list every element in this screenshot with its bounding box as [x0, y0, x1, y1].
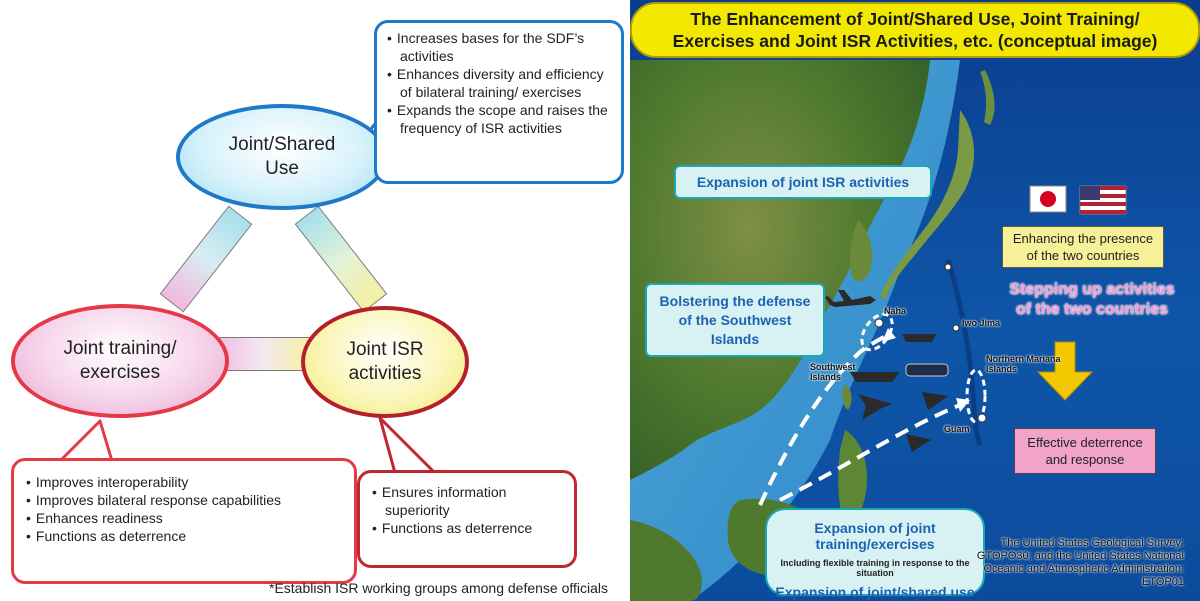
- guam-marker: [977, 413, 987, 423]
- training-callout: Improves interoperability Improves bilat…: [11, 458, 357, 584]
- island-marker: [944, 263, 952, 271]
- training-expansion-label: Expansion of joint training/exercises In…: [765, 508, 985, 600]
- joint-training-label-1: Joint training/: [63, 338, 177, 359]
- shared-use-callout: Increases bases for the SDF’s activities…: [374, 20, 624, 184]
- jet-icon: [906, 434, 932, 452]
- training-benefit-item: Enhances readiness: [26, 509, 342, 527]
- shared-benefit-item: Expands the scope and raises the frequen…: [387, 101, 611, 137]
- southeast-asia-land: [630, 520, 702, 601]
- stepping-line-1: Stepping up activities: [1009, 281, 1175, 298]
- korean-peninsula: [850, 220, 873, 282]
- military-assets: [825, 290, 949, 452]
- joint-shared-use-node: Joint/Shared Use: [176, 104, 388, 210]
- northern-island: [980, 70, 995, 125]
- southwest-defense-line-1: Bolstering the defense: [659, 292, 811, 309]
- map-title-line-1: The Enhancement of Joint/Shared Use, Joi…: [690, 9, 1140, 29]
- presence-box: Enhancing the presence of the two countr…: [1002, 226, 1164, 268]
- ocean-trench: [945, 259, 983, 446]
- iwo-jima-label: Iwo Jima: [962, 318, 1001, 328]
- southwest-label-line-2: Islands: [810, 372, 842, 382]
- joint-shared-use-label-2: Use: [265, 158, 299, 179]
- training-callout-tail: [58, 419, 114, 463]
- mariana-label-line-2: Islands: [986, 364, 1018, 374]
- southwest-defense-line-2: of the Southwest: [678, 311, 792, 328]
- southwest-islands-label: Southwest Islands: [810, 362, 856, 382]
- joint-shared-use-label-1: Joint/Shared: [228, 134, 336, 155]
- map-panel: The Enhancement of Joint/Shared Use, Joi…: [630, 0, 1200, 601]
- map-credit: The United States Geological Survey: GTO…: [958, 537, 1184, 589]
- joint-isr-label-2: activities: [348, 363, 422, 384]
- shared-expansion-text: Expansion of joint/shared use: [775, 584, 975, 600]
- warship-icon: [850, 372, 900, 382]
- credit-line-1: The United States Geological Survey:: [1000, 537, 1184, 549]
- naha-label: Naha: [884, 306, 907, 316]
- joint-isr-label-1: Joint ISR: [346, 339, 424, 360]
- fighter-icon: [922, 392, 948, 410]
- naha-area-oval: [860, 312, 894, 352]
- iwo-jima-marker: [952, 324, 960, 332]
- joint-training-node: Joint training/ exercises: [11, 304, 229, 418]
- presence-line-1: Enhancing the presence: [1012, 231, 1154, 246]
- japan-islands: [880, 110, 975, 300]
- philippine-islands: [838, 430, 868, 524]
- submarine-icon: [905, 363, 949, 377]
- aircraft-icon: [858, 394, 892, 420]
- route-arrow-guam: [779, 403, 961, 502]
- us-flag-icon: [1079, 185, 1127, 215]
- northern-mariana-label: Northern Mariana Islands: [986, 354, 1061, 374]
- stepping-up-text: Stepping up activities of the two countr…: [1002, 280, 1182, 320]
- map-title: The Enhancement of Joint/Shared Use, Joi…: [630, 2, 1200, 58]
- shared-benefit-item: Increases bases for the SDF’s activities: [387, 29, 611, 65]
- down-arrow-icon: [1036, 341, 1094, 401]
- isr-callout-tail: [378, 416, 437, 475]
- training-note: Including flexible training in response …: [780, 558, 970, 578]
- credit-line-4: ETOP01: [1142, 576, 1184, 588]
- isr-benefit-item: Functions as deterrence: [372, 519, 562, 537]
- training-benefit-item: Improves interoperability: [26, 473, 342, 491]
- map-title-line-2: Exercises and Joint ISR Activities, etc.…: [672, 31, 1158, 51]
- deterrence-line-2: and response: [1045, 452, 1125, 467]
- training-expansion-text: Expansion of joint training/exercises: [814, 520, 936, 552]
- southwest-label-line-1: Southwest: [810, 362, 856, 372]
- southwest-defense-label: Bolstering the defense of the Southwest …: [645, 283, 825, 357]
- isr-callout: Ensures information superiority Function…: [357, 470, 577, 568]
- deterrence-box: Effective deterrence and response: [1014, 428, 1156, 474]
- shared-benefit-item: Enhances diversity and efficiency of bil…: [387, 65, 611, 101]
- training-benefit-item: Improves bilateral response capabilities: [26, 491, 342, 509]
- credit-line-2: GTOPO30; and the United States National: [976, 550, 1184, 562]
- carrier-icon: [902, 334, 936, 342]
- deterrence-line-1: Effective deterrence: [1027, 435, 1143, 450]
- isr-expansion-label: Expansion of joint ISR activities: [674, 165, 932, 199]
- joint-isr-node: Joint ISR activities: [301, 306, 469, 418]
- joint-training-label-2: exercises: [79, 362, 161, 383]
- mariana-label-line-1: Northern Mariana: [986, 354, 1061, 364]
- isr-benefit-item: Ensures information superiority: [372, 483, 562, 519]
- taiwan-island: [842, 385, 852, 410]
- naha-marker: [874, 318, 884, 328]
- stepping-line-2: of the two countries: [1016, 301, 1168, 318]
- japan-flag-icon: [1029, 185, 1067, 213]
- guam-label: Guam: [944, 424, 970, 434]
- mariana-area-oval: [965, 368, 987, 424]
- route-arrowhead-southwest: [882, 328, 896, 342]
- southwest-defense-line-3: Islands: [710, 330, 760, 347]
- presence-line-2: of the two countries: [1026, 248, 1140, 263]
- training-benefit-item: Functions as deterrence: [26, 527, 342, 545]
- credit-line-3: Oceanic and Atmospheric Administration:: [983, 563, 1184, 575]
- footnote: *Establish ISR working groups among defe…: [269, 580, 609, 596]
- route-arrow-southwest: [758, 334, 887, 506]
- patrol-aircraft-icon: [825, 290, 876, 307]
